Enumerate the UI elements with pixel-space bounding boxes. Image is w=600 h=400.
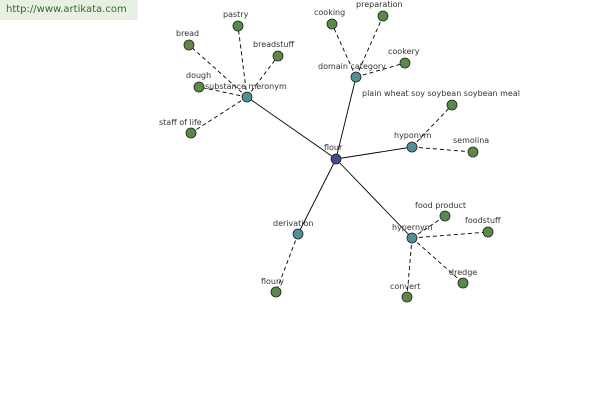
edge-substance-meronym-staff-of-life bbox=[190, 96, 248, 134]
label-hyponym[interactable]: hyponym bbox=[394, 131, 432, 140]
edge-domain-category-cookery bbox=[355, 62, 406, 78]
edge-flour-substance-meronym bbox=[246, 96, 337, 160]
node-staff-of-life[interactable] bbox=[185, 127, 197, 139]
label-preparation[interactable]: preparation bbox=[356, 0, 403, 9]
edge-derivation-floury bbox=[275, 233, 299, 293]
edge-hypernym-convert bbox=[406, 237, 413, 298]
node-derivation[interactable] bbox=[292, 228, 304, 240]
node-semolina[interactable] bbox=[467, 146, 479, 158]
label-semolina[interactable]: semolina bbox=[453, 136, 489, 145]
edge-flour-hyponym bbox=[335, 146, 413, 160]
node-pastry[interactable] bbox=[232, 20, 244, 32]
label-cooking[interactable]: cooking bbox=[314, 8, 345, 17]
label-cookery[interactable]: cookery bbox=[388, 47, 420, 56]
node-floury[interactable] bbox=[270, 286, 282, 298]
node-cooking[interactable] bbox=[326, 18, 338, 30]
node-dough[interactable] bbox=[193, 81, 205, 93]
node-bread[interactable] bbox=[183, 39, 195, 51]
node-food-product[interactable] bbox=[439, 210, 451, 222]
node-substance-meronym[interactable] bbox=[241, 91, 253, 103]
label-convert[interactable]: convert bbox=[390, 282, 420, 291]
label-derivation[interactable]: derivation bbox=[273, 219, 313, 228]
nodes-layer bbox=[183, 10, 494, 303]
edge-hyponym-plain-wheat-soy bbox=[411, 104, 453, 148]
node-foodstuff[interactable] bbox=[482, 226, 494, 238]
node-preparation[interactable] bbox=[377, 10, 389, 22]
node-domain-category[interactable] bbox=[350, 71, 362, 83]
label-hypernym[interactable]: hypernym bbox=[392, 223, 433, 232]
edge-hypernym-foodstuff bbox=[411, 231, 489, 239]
edge-hypernym-dredge bbox=[411, 237, 464, 284]
label-food-product[interactable]: food product bbox=[415, 201, 466, 210]
node-flour[interactable] bbox=[330, 153, 342, 165]
label-substance-meronym[interactable]: substance meronym bbox=[205, 82, 287, 91]
label-floury[interactable]: floury bbox=[261, 277, 284, 286]
node-breadstuff[interactable] bbox=[272, 50, 284, 62]
edge-substance-meronym-pastry bbox=[237, 25, 248, 98]
edge-hyponym-semolina bbox=[411, 146, 474, 153]
node-cookery[interactable] bbox=[399, 57, 411, 69]
label-dredge[interactable]: dredge bbox=[449, 268, 477, 277]
label-domain-category[interactable]: domain category bbox=[318, 62, 386, 71]
node-convert[interactable] bbox=[401, 291, 413, 303]
edge-substance-meronym-bread bbox=[188, 44, 248, 98]
edges-layer bbox=[188, 15, 489, 298]
label-foodstuff[interactable]: foodstuff bbox=[465, 216, 501, 225]
labels-layer: flour substance meronym bread pastry breadst… bbox=[159, 0, 520, 291]
label-dough[interactable]: dough bbox=[186, 71, 211, 80]
node-hyponym[interactable] bbox=[406, 141, 418, 153]
edge-flour-hypernym bbox=[335, 158, 413, 239]
edge-flour-domain-category bbox=[335, 76, 357, 160]
node-hypernym[interactable] bbox=[406, 232, 418, 244]
edge-domain-category-cooking bbox=[331, 23, 357, 78]
watermark-url: http://www.artikata.com bbox=[0, 0, 138, 20]
label-bread[interactable]: bread bbox=[176, 29, 199, 38]
label-flour[interactable]: flour bbox=[324, 143, 343, 152]
label-staff-of-life[interactable]: staff of life bbox=[159, 118, 202, 127]
node-plain-wheat-soy[interactable] bbox=[446, 99, 458, 111]
edge-substance-meronym-breadstuff bbox=[246, 55, 279, 98]
label-plain-wheat-soy[interactable]: plain wheat soy soybean soybean meal bbox=[362, 89, 520, 98]
edge-substance-meronym-dough bbox=[198, 86, 248, 98]
node-dredge[interactable] bbox=[457, 277, 469, 289]
label-breadstuff[interactable]: breadstuff bbox=[253, 40, 294, 49]
label-pastry[interactable]: pastry bbox=[223, 10, 249, 19]
edge-flour-derivation bbox=[297, 158, 337, 235]
